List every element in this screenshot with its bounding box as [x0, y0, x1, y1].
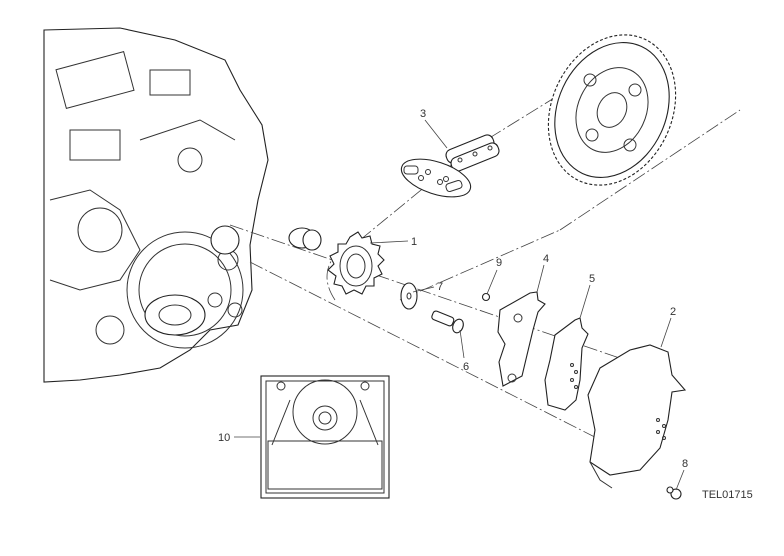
leader-9	[486, 269, 498, 295]
part-label-6: 6	[463, 361, 469, 373]
washer	[400, 282, 418, 310]
part-label-8: 8	[682, 458, 688, 470]
rear-sprocket	[547, 34, 677, 186]
part-label-2: 2	[670, 306, 676, 318]
part-label-10: 10	[218, 432, 230, 444]
part-label-9: 9	[496, 257, 502, 269]
inner-cover	[544, 317, 589, 411]
chain-kit-ellipse	[400, 158, 472, 198]
leader-5	[579, 284, 591, 319]
chain-guide-plate	[497, 291, 546, 387]
sprocket-cover	[587, 344, 687, 476]
chain-line-lower	[399, 229, 561, 301]
chain-link	[445, 134, 500, 172]
nut	[481, 292, 491, 302]
sprocket-kit-packaging	[260, 375, 390, 499]
leader-1	[369, 240, 409, 244]
leader-7	[412, 286, 435, 293]
part-label-1: 1	[411, 236, 417, 248]
screw-6	[431, 310, 464, 334]
engine-block	[43, 27, 269, 383]
part-label-5: 5	[589, 273, 595, 285]
chain-kit-pieces	[403, 165, 463, 192]
leader-2	[660, 317, 672, 348]
leader-3	[424, 119, 448, 149]
leader-8	[675, 469, 685, 491]
screw-8	[666, 486, 682, 500]
sprocket-cover-holes	[656, 418, 666, 440]
part-label-3: 3	[420, 108, 426, 120]
front-sprocket	[327, 231, 385, 295]
axis-line-lower	[249, 261, 641, 461]
leader-6	[459, 329, 465, 359]
leader-4	[536, 264, 545, 293]
part-label-7: 7	[437, 281, 443, 293]
part-label-4: 4	[543, 253, 549, 265]
chain-line-lower-2	[559, 109, 741, 231]
inner-cover-holes	[570, 363, 578, 389]
spacer-bushing	[288, 227, 322, 251]
reference-code: TEL01715	[702, 489, 753, 501]
